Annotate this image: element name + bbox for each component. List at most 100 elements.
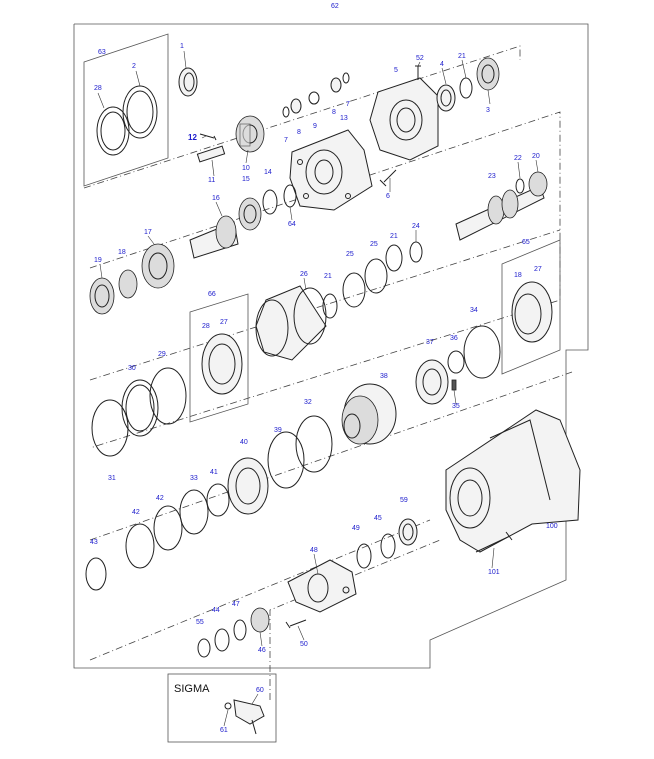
centerline-5 [89, 519, 431, 661]
ring-22 [515, 178, 525, 194]
bolt-50 [285, 619, 307, 629]
bracket-48 [287, 559, 357, 613]
callout-55: 55 [196, 619, 204, 626]
callout-21-low: 21 [324, 273, 332, 280]
spring-35 [451, 379, 457, 391]
callout-32: 32 [304, 399, 312, 406]
ring-34 [463, 325, 501, 379]
callout-5: 5 [394, 67, 398, 74]
callout-61: 61 [220, 727, 228, 734]
sensor-60 [233, 699, 265, 725]
ring-64 [283, 184, 297, 208]
piston-37 [415, 359, 449, 405]
callout-11: 11 [208, 177, 215, 184]
ring-55 [197, 638, 211, 658]
callout-14: 14 [264, 169, 272, 176]
ring-21-mid [385, 244, 403, 272]
seal-59 [398, 518, 418, 546]
ring-28 [96, 106, 130, 156]
callout-33: 33 [190, 475, 198, 482]
callout-3: 3 [486, 107, 490, 114]
callout-7a: 7 [284, 137, 288, 144]
callout-27b: 27 [534, 266, 542, 273]
pin-61 [224, 702, 232, 710]
callout-28b: 28 [202, 323, 210, 330]
callout-19: 19 [94, 257, 102, 264]
ring-31 [91, 399, 129, 457]
ring-41 [206, 483, 230, 517]
callout-42a: 42 [156, 495, 164, 502]
callout-43: 43 [90, 539, 98, 546]
housing-100 [445, 409, 581, 553]
callout-42b: 42 [132, 509, 140, 516]
bolt-6 [379, 169, 397, 187]
box-63 [83, 33, 169, 187]
centerline-3 [89, 229, 561, 381]
callout-16: 16 [212, 195, 220, 202]
sigma-inset-box [167, 673, 277, 743]
sigma-title: SIGMA [174, 683, 210, 695]
centerline-4 [89, 371, 573, 541]
callout-24: 24 [412, 223, 420, 230]
callout-10: 10 [242, 165, 250, 172]
ring-21-low [322, 293, 338, 319]
pin-12 [199, 133, 217, 141]
callout-36: 36 [450, 335, 458, 342]
bolt-101 [475, 531, 513, 553]
ring-24 [409, 241, 423, 263]
callout-29: 29 [158, 351, 166, 358]
callout-9: 9 [313, 123, 317, 130]
gear-15 [238, 197, 262, 231]
callout-34: 34 [470, 307, 478, 314]
callout-26: 26 [300, 271, 308, 278]
callout-40: 40 [240, 439, 248, 446]
gear-19 [89, 277, 115, 315]
callout-28: 28 [94, 85, 102, 92]
ring-25a [364, 258, 388, 294]
page-number: 62 [331, 3, 339, 10]
ring-14b [262, 189, 278, 215]
callout-65: 65 [522, 239, 530, 246]
callout-18a: 18 [118, 249, 126, 256]
ring-30 [121, 379, 159, 437]
bearing-46 [250, 607, 270, 633]
callout-15: 15 [242, 176, 250, 183]
callout-23: 23 [488, 173, 496, 180]
callout-100: 100 [546, 523, 558, 530]
centerline-2 [89, 111, 561, 449]
callout-25a: 25 [370, 241, 378, 248]
callout-66: 66 [208, 291, 216, 298]
ring-47 [233, 619, 247, 641]
callout-37: 37 [426, 339, 434, 346]
callout-48: 48 [310, 547, 318, 554]
callout-46: 46 [258, 647, 266, 654]
callout-21-mid: 21 [390, 233, 398, 240]
bearing-20 [528, 171, 548, 197]
bearing-8b [330, 77, 342, 93]
bearing-8 [290, 98, 302, 114]
piston-40 [227, 457, 269, 515]
ring-44 [214, 628, 230, 652]
gear-3 [476, 57, 500, 91]
callout-101: 101 [488, 569, 500, 576]
callout-52: 52 [416, 55, 424, 62]
ring-36 [447, 350, 465, 374]
callout-1: 1 [180, 43, 184, 50]
callout-27a: 27 [220, 319, 228, 326]
callout-60: 60 [256, 687, 264, 694]
cover-5 [369, 77, 439, 161]
plate-27b [511, 281, 553, 343]
callout-7b: 7 [346, 101, 350, 108]
gear-16 [215, 215, 237, 249]
callout-45: 45 [374, 515, 382, 522]
callout-20: 20 [532, 153, 540, 160]
callout-30: 30 [128, 365, 136, 372]
centerline-1 [83, 45, 521, 189]
spacer-9 [308, 91, 320, 105]
ring-7a [282, 106, 290, 118]
callout-22: 22 [514, 155, 522, 162]
callout-17: 17 [144, 229, 152, 236]
centerline-6 [269, 539, 441, 700]
callout-25b: 25 [346, 251, 354, 258]
callout-49: 49 [352, 525, 360, 532]
